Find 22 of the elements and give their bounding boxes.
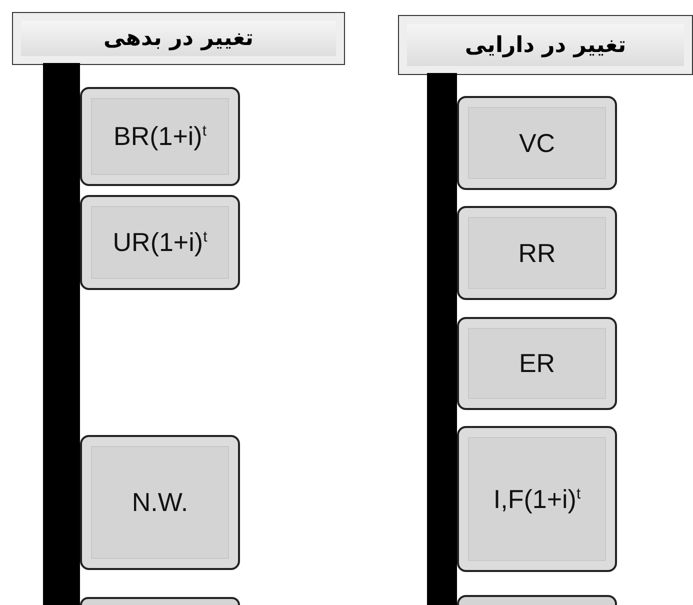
- term-label: I,F(1+i)$^{t}$: [493, 484, 581, 514]
- term-box: [457, 96, 617, 190]
- header-band: [398, 15, 693, 75]
- vertical-bar: [43, 63, 80, 605]
- term-box: [457, 317, 617, 410]
- term-box: [80, 435, 240, 570]
- blank-box: [457, 595, 617, 605]
- header-text: تغییر در بدهی: [103, 26, 254, 51]
- header-band: [12, 12, 345, 65]
- term-box: [80, 195, 240, 290]
- term-box: [80, 87, 240, 186]
- term-label: VC: [518, 128, 556, 158]
- vertical-bar: [427, 73, 457, 605]
- term-label: BR(1+i)$^{t}$: [113, 121, 207, 152]
- header-text: تغییر در دارایی: [464, 32, 626, 58]
- term-label: ER: [518, 348, 556, 379]
- term-label: N.W.: [132, 487, 188, 518]
- term-label: RR: [518, 238, 556, 268]
- term-box: [457, 426, 617, 572]
- term-box: [457, 206, 617, 300]
- term-label: UR(1+i)$^{t}$: [112, 227, 208, 258]
- blank-box: [80, 597, 240, 605]
